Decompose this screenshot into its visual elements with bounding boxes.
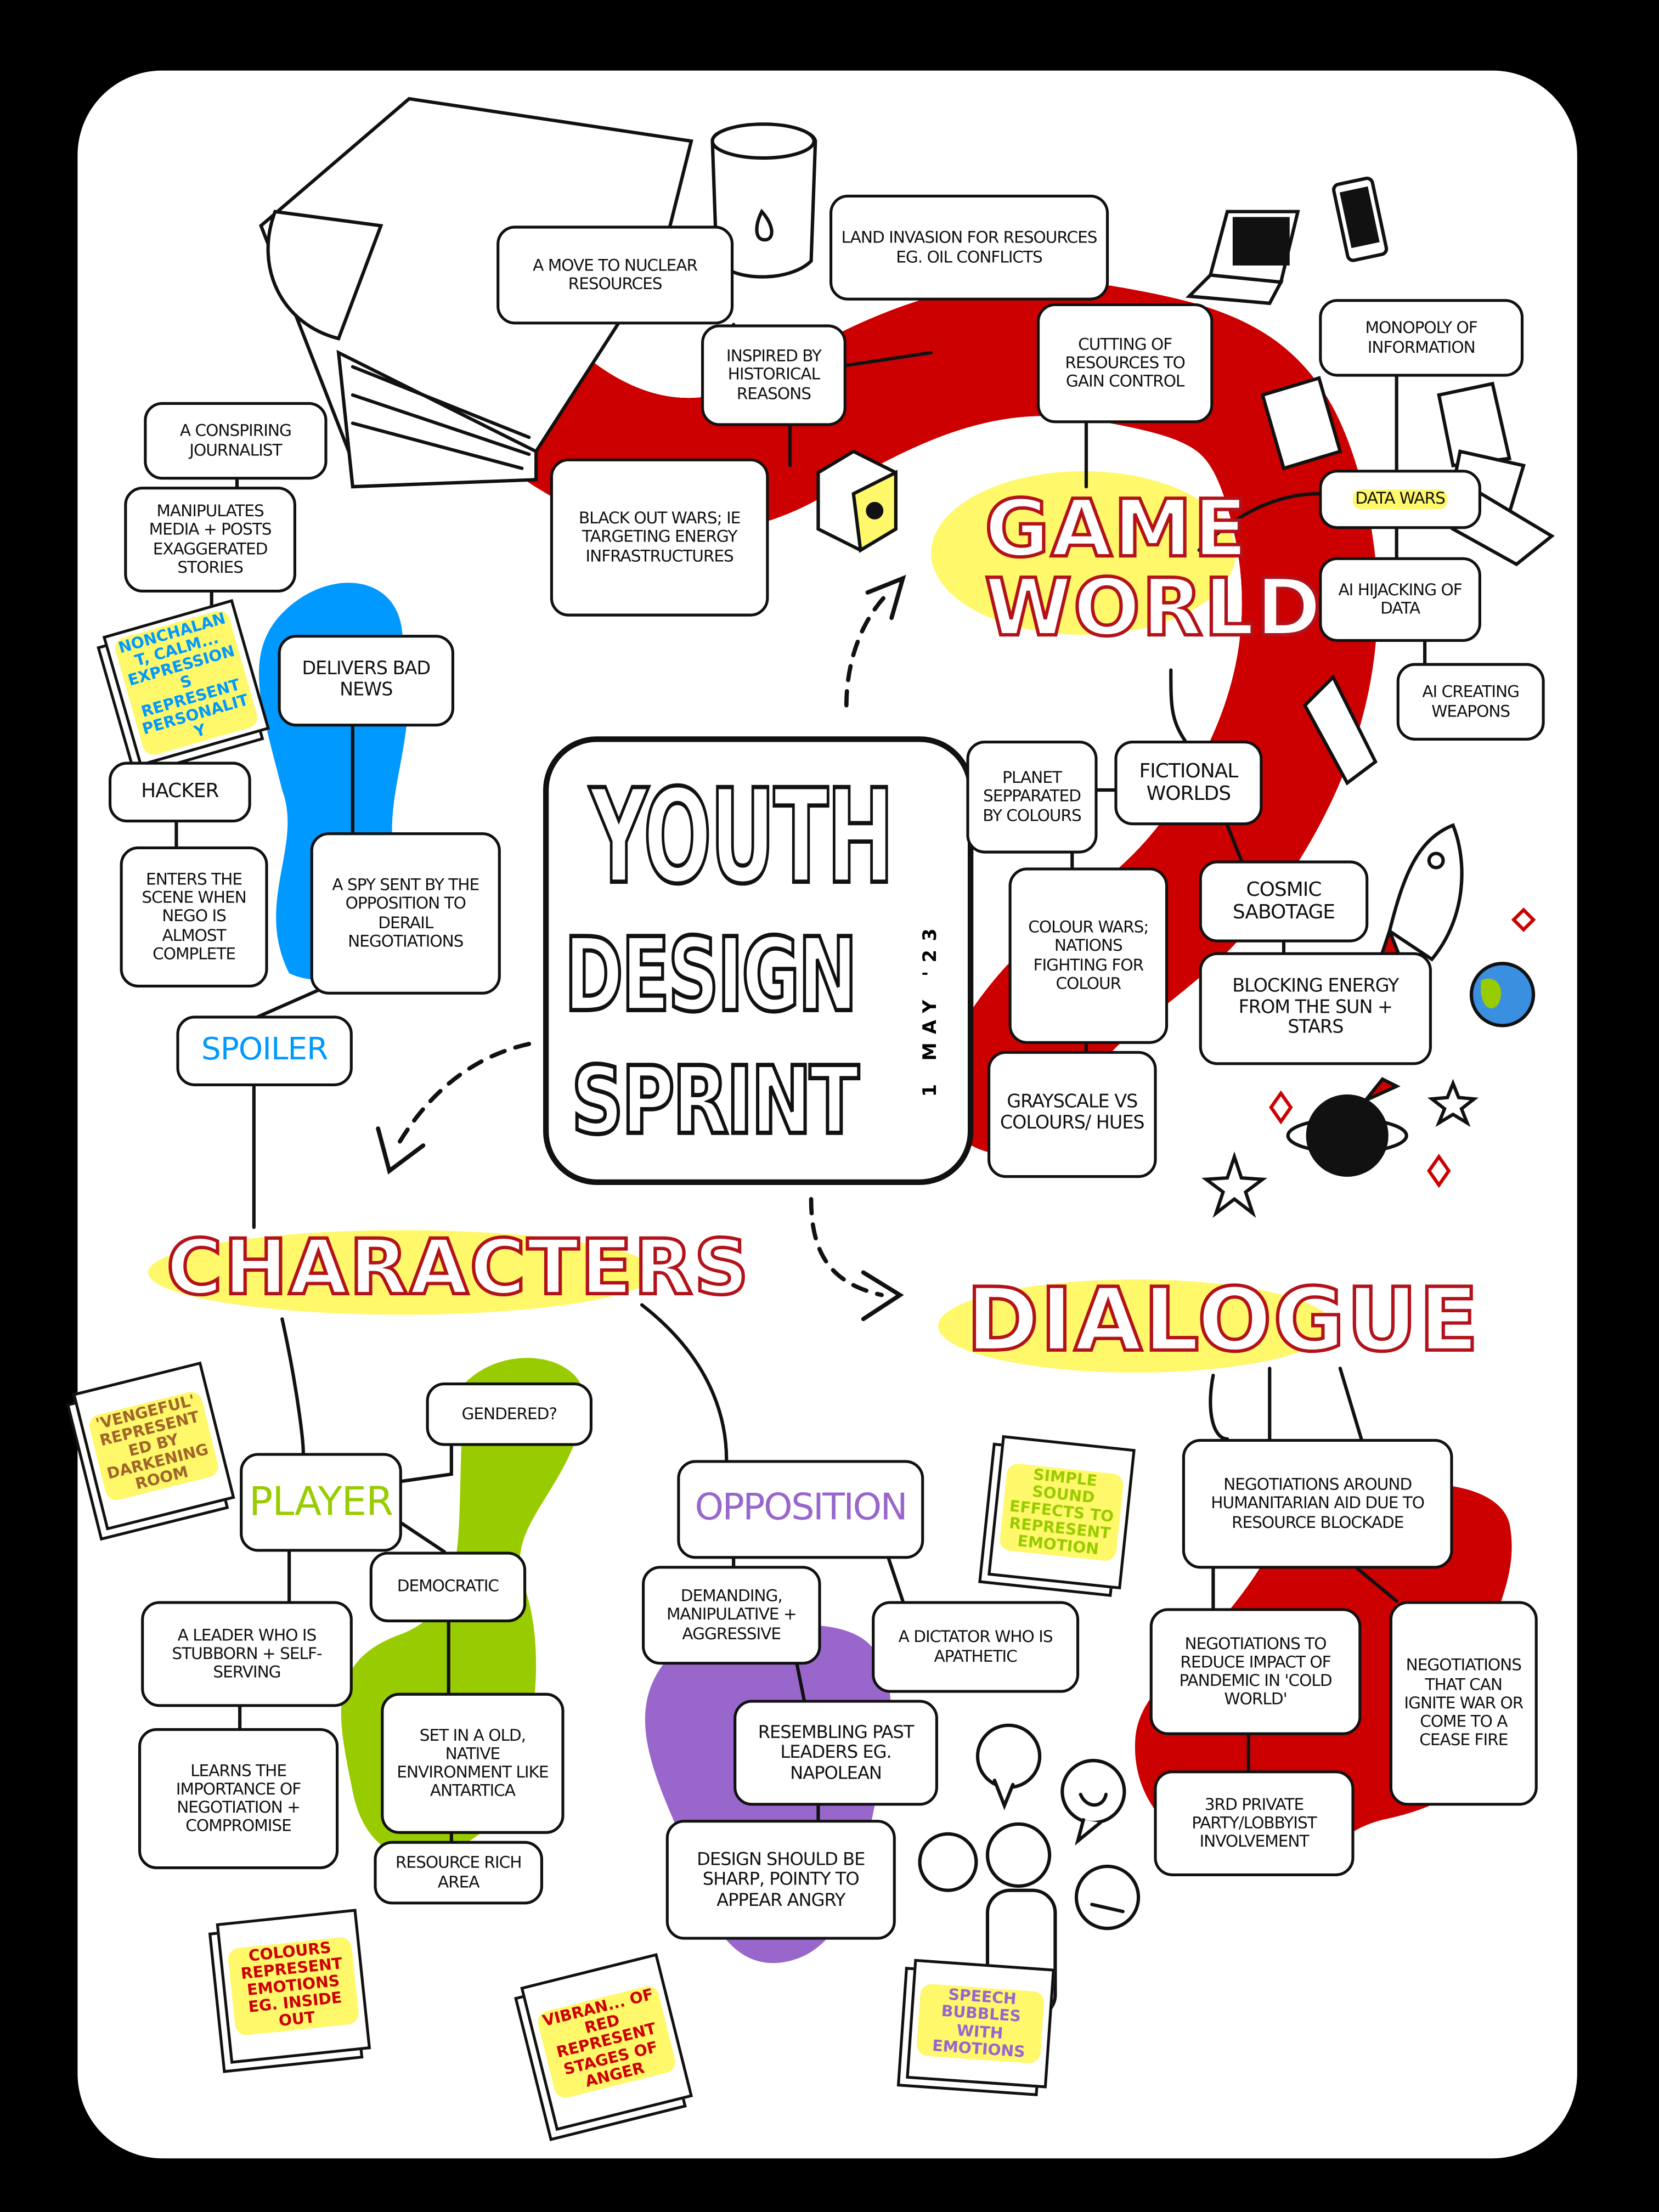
rocket-icon bbox=[1373, 823, 1464, 976]
note-colours-emotions: COLOURS REPRESENT EMOTIONS EG. INSIDE OU… bbox=[216, 1909, 371, 2064]
dashed-arrow-to-dialogue bbox=[809, 1197, 884, 1297]
node-cutting-resources: CUTTING OF RESOURCES TO GAIN CONTROL bbox=[1036, 303, 1214, 424]
note-speech-bubbles-text: SPEECH BUBBLES WITH EMOTIONS bbox=[916, 1984, 1045, 2064]
game-world-highlight bbox=[931, 471, 1236, 635]
node-enters-scene: ENTERS THE SCENE WHEN NEGO IS ALMOST COM… bbox=[120, 846, 268, 988]
laptop-icon bbox=[1185, 210, 1300, 306]
node-grayscale: GRAYSCALE VS COLOURS/ HUES bbox=[987, 1051, 1157, 1178]
node-data-wars: DATA WARS bbox=[1319, 470, 1481, 529]
angry-emoji-bubble-icon bbox=[975, 1723, 1042, 1810]
node-spy: A SPY SENT BY THE OPPOSITION TO DERAIL N… bbox=[310, 832, 501, 995]
node-resource-rich: RESOURCE RICH AREA bbox=[374, 1841, 543, 1905]
node-planet-separated: PLANET SEPPARATED BY COLOURS bbox=[966, 740, 1098, 854]
book-icon bbox=[259, 97, 693, 489]
node-historical-reasons: INSPIRED BY HISTORICAL REASONS bbox=[701, 324, 847, 426]
scroll-icon bbox=[1302, 674, 1378, 786]
title-line-youth: YOUTH bbox=[588, 761, 895, 913]
node-pandemic: NEGOTIATIONS TO REDUCE IMPACT OF PANDEMI… bbox=[1149, 1608, 1362, 1735]
title-line-sprint: SPRINT bbox=[569, 1046, 861, 1155]
note-sound-effects: SIMPLE SOUND EFFECTS TO REPRESENT EMOTIO… bbox=[988, 1435, 1136, 1590]
arrowhead-icon bbox=[865, 574, 906, 620]
planet-icon bbox=[1286, 1077, 1408, 1177]
node-black-out-wars: BLACK OUT WARS; IE TARGETING ENERGY INFR… bbox=[550, 458, 769, 617]
happy-emoji-bubble-icon bbox=[1060, 1759, 1126, 1846]
node-humanitarian-aid: NEGOTIATIONS AROUND HUMANITARIAN AID DUE… bbox=[1182, 1438, 1453, 1569]
note-colours-emotions-text: COLOURS REPRESENT EMOTIONS EG. INSIDE OU… bbox=[227, 1936, 360, 2037]
oil-barrel-icon bbox=[710, 122, 817, 279]
node-democratic: DEMOCRATIC bbox=[369, 1551, 527, 1623]
title-cloud bbox=[543, 736, 974, 1185]
node-fictional-worlds: FICTIONAL WORLDS bbox=[1114, 740, 1263, 826]
star-icon bbox=[1201, 1079, 1479, 1218]
event-date: 1 MAY '23 bbox=[920, 919, 942, 1097]
node-dictator: A DICTATOR WHO IS APATHETIC bbox=[872, 1601, 1080, 1693]
note-vengeful-text: 'VENGEFUL' REPRESENTED BY DARKENING ROOM bbox=[87, 1389, 221, 1503]
opposition-label: OPPOSITION bbox=[677, 1460, 924, 1559]
node-sharp-design: DESIGN SHOULD BE SHARP, POINTY TO APPEAR… bbox=[665, 1820, 896, 1940]
node-cease-fire: NEGOTIATIONS THAT CAN IGNITE WAR OR COME… bbox=[1389, 1601, 1538, 1806]
node-manipulates-media: MANIPULATES MEDIA + POSTS EXAGGERATED ST… bbox=[124, 487, 296, 592]
node-data-wars-label: DATA WARS bbox=[1352, 489, 1448, 509]
connector bbox=[640, 1303, 905, 1822]
dashed-arrow-to-game-world bbox=[844, 590, 891, 708]
note-nonchalant-calm-text: NONCHALANT, CALM... EXPRESSIONS REPRESEN… bbox=[112, 607, 260, 758]
game-world-heading: GAME WORLD bbox=[983, 483, 1323, 655]
node-lobbyist: 3RD PRIVATE PARTY/LOBBYIST INVOLVEMENT bbox=[1154, 1770, 1355, 1876]
node-demanding: DEMANDING, MANIPULATIVE + AGGRESSIVE bbox=[641, 1566, 821, 1665]
node-blocking-energy: BLOCKING ENERGY FROM THE SUN + STARS bbox=[1199, 952, 1432, 1065]
node-hacker: HACKER bbox=[108, 761, 251, 823]
dialogue-heading: DIALOGUE bbox=[964, 1268, 1480, 1372]
note-sound-effects-text: SIMPLE SOUND EFFECTS TO REPRESENT EMOTIO… bbox=[998, 1462, 1125, 1562]
node-stubborn-leader: A LEADER WHO IS STUBBORN + SELF-SERVING bbox=[141, 1601, 353, 1707]
globe-icon bbox=[1469, 962, 1536, 1028]
frustrated-emoji-bubble-icon bbox=[918, 1832, 978, 1892]
node-monopoly-information: MONOPOLY OF INFORMATION bbox=[1319, 299, 1524, 377]
arrowhead-icon bbox=[861, 1270, 904, 1322]
node-ai-weapons: AI CREATING WEAPONS bbox=[1396, 663, 1545, 741]
node-resembling-leaders: RESEMBLING PAST LEADERS EG. NAPOLEAN bbox=[733, 1700, 938, 1806]
node-cosmic-sabotage: COSMIC SABOTAGE bbox=[1199, 860, 1369, 943]
node-delivers-bad-news: DELIVERS BAD NEWS bbox=[278, 635, 454, 727]
spoiler-label: SPOILER bbox=[176, 1015, 353, 1086]
game-world-heading-line1: GAME bbox=[983, 483, 1249, 576]
node-gendered: GENDERED? bbox=[426, 1382, 592, 1446]
node-learns-negotiation: LEARNS THE IMPORTANCE OF NEGOTIATION + C… bbox=[138, 1728, 339, 1870]
characters-highlight bbox=[148, 1230, 656, 1315]
connector bbox=[238, 1317, 453, 1843]
characters-heading: CHARACTERS bbox=[165, 1223, 751, 1312]
connector bbox=[1209, 1367, 1398, 1773]
node-conspiring-journalist: A CONSPIRING JOURNALIST bbox=[144, 402, 328, 480]
connector bbox=[1070, 668, 1286, 1053]
player-label: PLAYER bbox=[240, 1453, 402, 1552]
dashed-arrow-to-characters bbox=[393, 1041, 532, 1152]
arrowhead-icon bbox=[376, 1126, 426, 1175]
sparkle-icon bbox=[1269, 907, 1536, 1188]
neutral-emoji-bubble-icon bbox=[1074, 1864, 1141, 1931]
note-vibrant-red-text: VIBRAN... OF RED REPRESENT STAGES OF ANG… bbox=[535, 1984, 678, 2100]
node-colour-wars: COLOUR WARS; NATIONS FIGHTING FOR COLOUR bbox=[1008, 867, 1169, 1044]
note-speech-bubbles: SPEECH BUBBLES WITH EMOTIONS bbox=[906, 1959, 1056, 2089]
node-land-invasion: LAND INVASION FOR RESOURCES EG. OIL CONF… bbox=[829, 194, 1109, 301]
title-line-design: DESIGN bbox=[563, 915, 859, 1034]
dialogue-highlight bbox=[938, 1279, 1333, 1373]
radioactive-box-icon bbox=[816, 449, 898, 553]
node-move-to-nuclear: A MOVE TO NUCLEAR RESOURCES bbox=[496, 225, 734, 325]
node-native-environment: SET IN A OLD, NATIVE ENVIRONMENT LIKE AN… bbox=[381, 1692, 565, 1834]
game-world-heading-line2: WORLD bbox=[983, 562, 1323, 655]
node-ai-hijacking: AI HIJACKING OF DATA bbox=[1319, 557, 1481, 642]
phone-icon bbox=[1332, 176, 1389, 262]
